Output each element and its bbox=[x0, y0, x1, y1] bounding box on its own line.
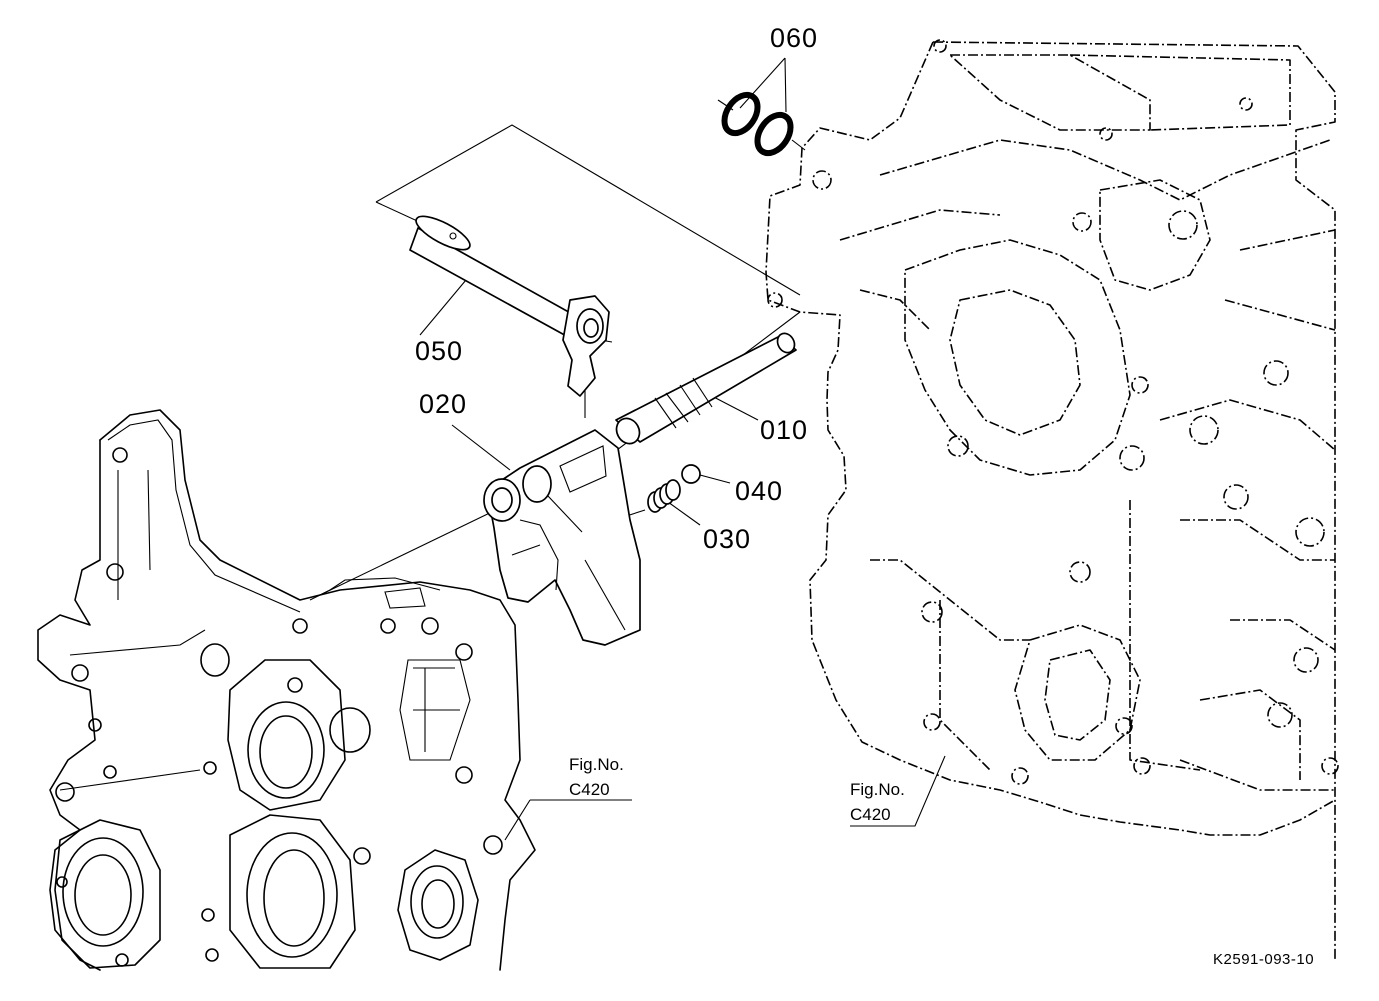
label-part-050: 050 bbox=[415, 336, 463, 366]
figure-reference-right: Fig.No. C420 bbox=[850, 780, 905, 824]
drawing-code: K2591-093-10 bbox=[1213, 951, 1314, 968]
callout-labels: 060 050 020 010 040 030 bbox=[415, 23, 818, 554]
figure-reference-right-line2: C420 bbox=[850, 805, 891, 824]
figure-reference-right-line1: Fig.No. bbox=[850, 780, 905, 799]
part-020-shift-fork bbox=[483, 429, 641, 646]
part-060-o-rings bbox=[721, 91, 794, 157]
figure-reference-left: Fig.No. C420 bbox=[569, 755, 624, 799]
part-030-spring bbox=[647, 479, 681, 513]
label-part-040: 040 bbox=[735, 476, 783, 506]
part-010-shift-rod bbox=[615, 332, 797, 445]
label-part-030: 030 bbox=[703, 524, 751, 554]
part-050-shift-lever-shaft bbox=[409, 215, 610, 397]
left-transmission-case bbox=[37, 409, 536, 971]
right-transmission-case bbox=[765, 39, 1339, 960]
label-part-010: 010 bbox=[760, 415, 808, 445]
figure-reference-left-line1: Fig.No. bbox=[569, 755, 624, 774]
leader-lines bbox=[317, 57, 946, 841]
label-part-060: 060 bbox=[770, 23, 818, 53]
part-040-ball bbox=[681, 464, 701, 484]
label-part-020: 020 bbox=[419, 389, 467, 419]
figure-reference-left-line2: C420 bbox=[569, 780, 610, 799]
